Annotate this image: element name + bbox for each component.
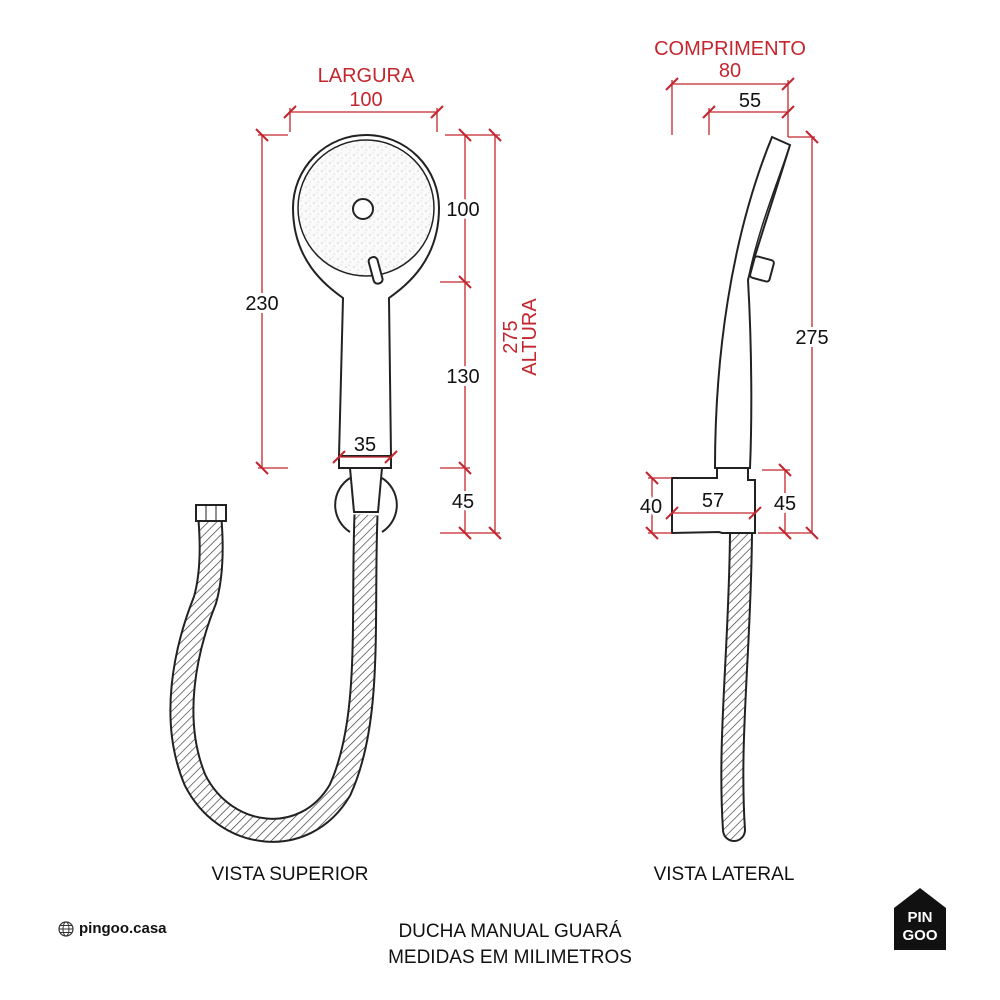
wall-holder-top	[334, 467, 398, 533]
brand-link[interactable]: pingoo.casa	[58, 920, 167, 937]
overall-height-value: 275	[500, 320, 522, 353]
brand-url: pingoo.casa	[79, 920, 167, 937]
holder-height-left-value: 40	[640, 496, 662, 518]
svg-text:PIN: PIN	[907, 909, 932, 926]
center-nozzle	[352, 198, 374, 220]
length-value: 80	[719, 60, 741, 82]
shower-head-top	[291, 134, 441, 469]
overall-height-label: ALTURA	[519, 298, 541, 376]
holder-height-right-value: 45	[774, 493, 796, 515]
mode-selector	[367, 256, 384, 285]
holder-height-value: 45	[452, 491, 474, 513]
dimensions-side-view	[645, 77, 819, 540]
handle-height-value: 130	[446, 366, 479, 388]
globe-icon	[58, 920, 74, 937]
side-height-value: 275	[795, 327, 828, 349]
caption-top-view: VISTA SUPERIOR	[212, 864, 369, 885]
width-label: LARGURA	[318, 65, 415, 87]
svg-text:GOO: GOO	[902, 927, 937, 944]
hose-nut	[195, 504, 227, 522]
wall-holder-side	[671, 467, 756, 535]
length-label: COMPRIMENTO	[654, 38, 806, 60]
head-height-value: 100	[446, 199, 479, 221]
neck-width-value: 35	[354, 434, 376, 456]
holder-depth-value: 57	[702, 490, 724, 512]
drawing-subtitle: MEDIDAS EM MILIMETROS	[388, 947, 632, 968]
dimensions-top-view	[255, 105, 502, 540]
hose-top-view	[169, 504, 379, 843]
drawing-title: DUCHA MANUAL GUARÁ	[398, 921, 621, 942]
overall-left-value: 230	[245, 293, 278, 315]
mode-button	[749, 255, 775, 283]
pingoo-logo: PIN GOO	[894, 888, 946, 950]
hose-side-view	[720, 521, 753, 842]
width-value: 100	[349, 89, 382, 111]
inner-length-value: 55	[739, 90, 761, 112]
shower-head-side	[713, 135, 792, 469]
caption-side-view: VISTA LATERAL	[654, 864, 795, 885]
